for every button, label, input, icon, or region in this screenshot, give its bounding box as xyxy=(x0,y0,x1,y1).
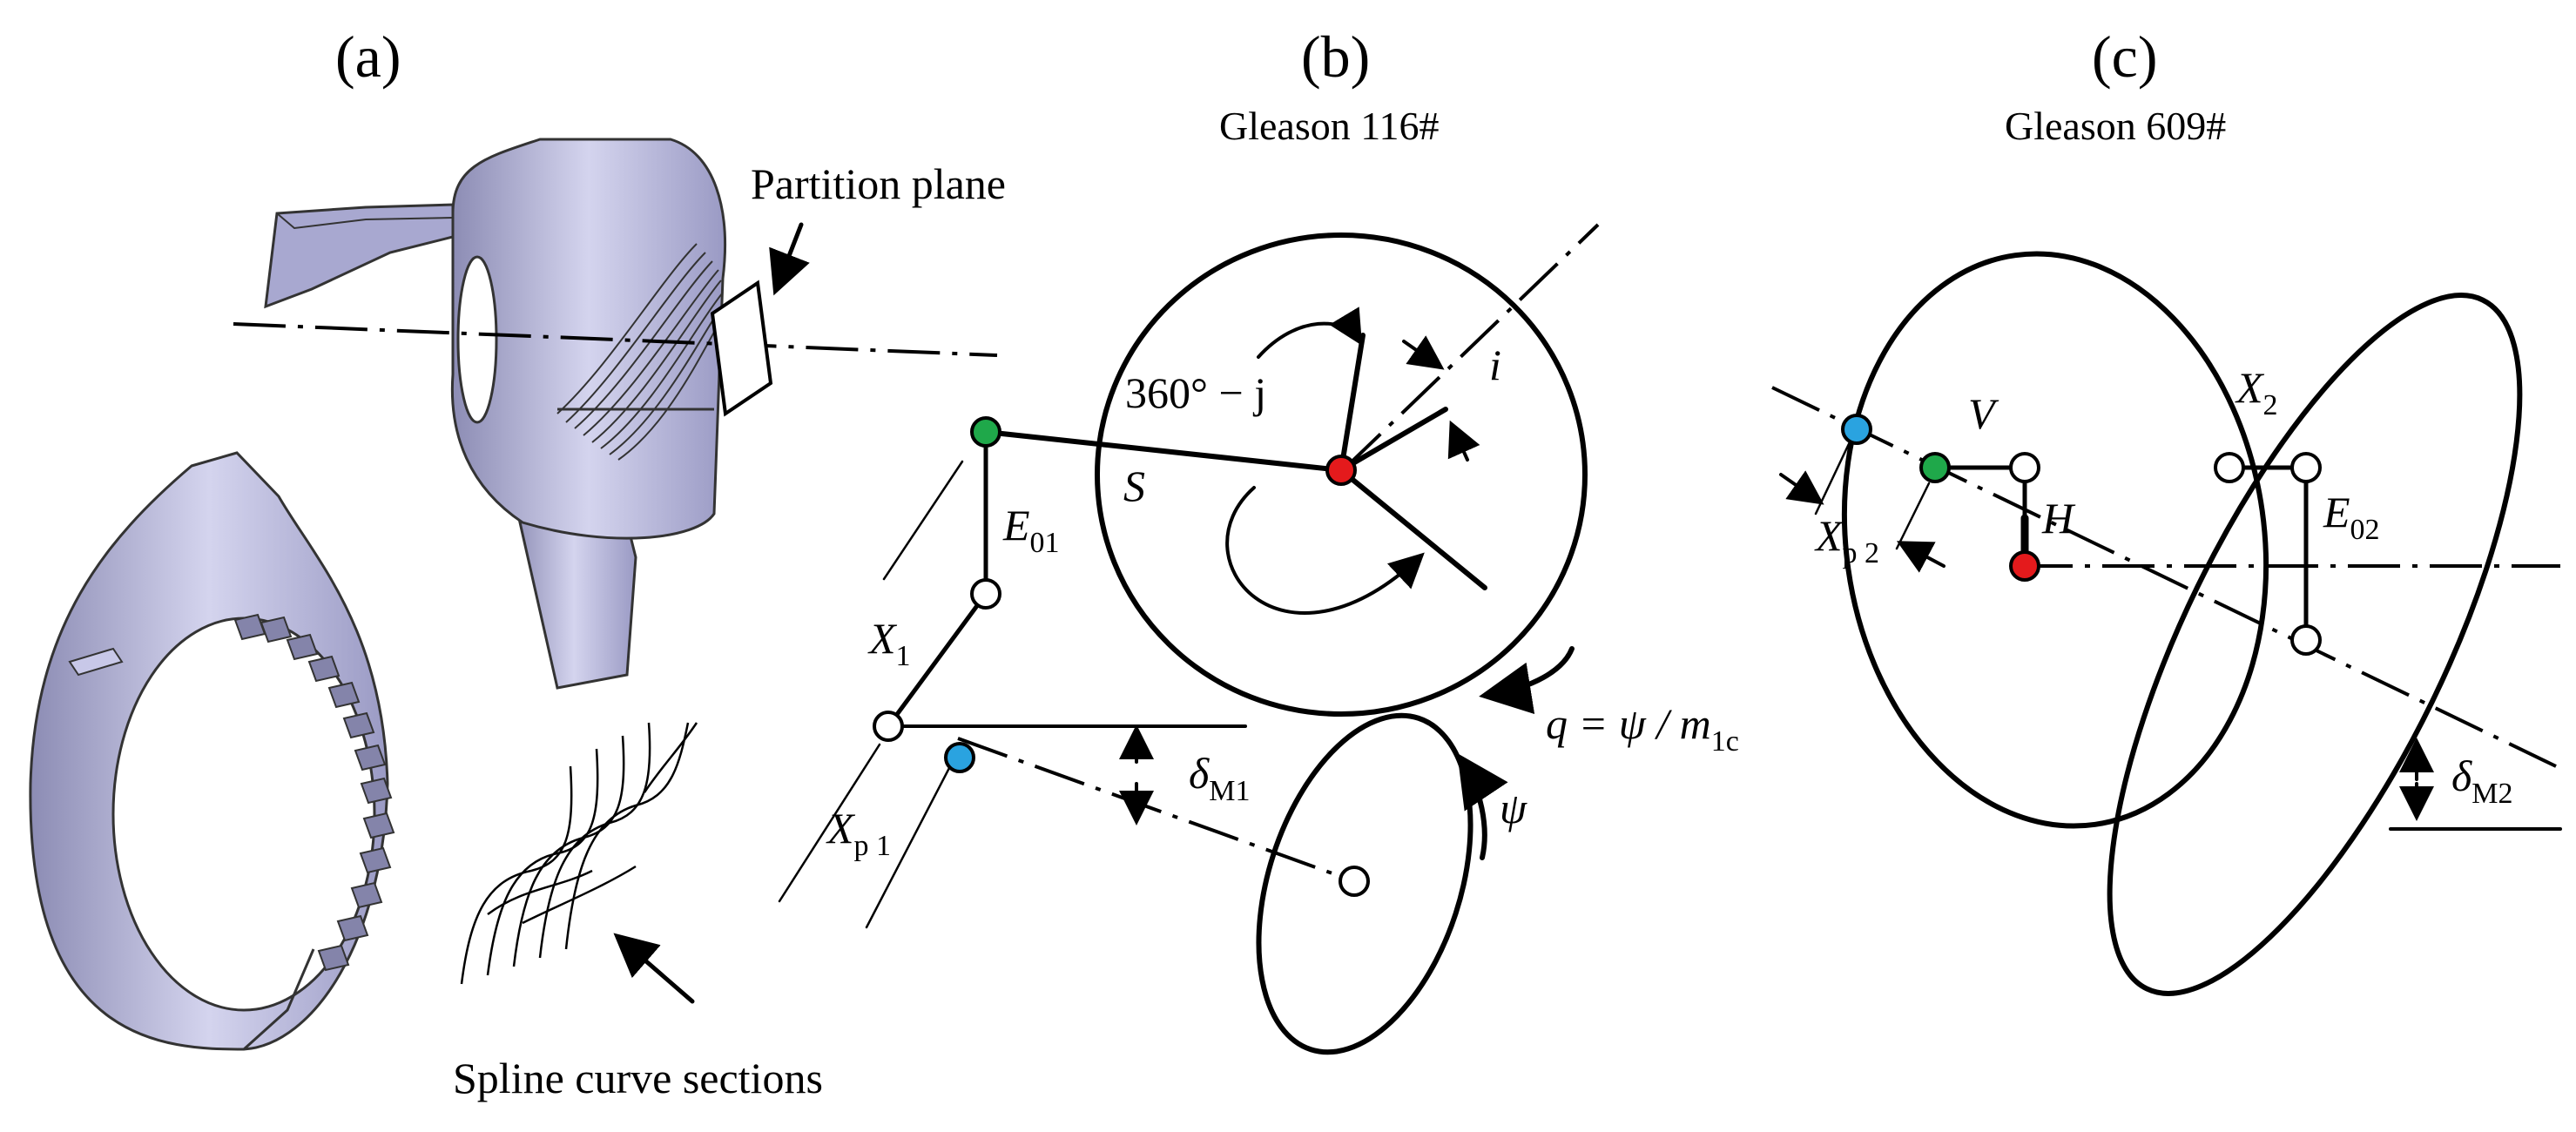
e01-label-b: E01 xyxy=(1002,501,1060,559)
angle-arc-upper xyxy=(1257,307,1363,359)
panel-b-label: (b) xyxy=(1301,24,1370,90)
panel-b-title: Gleason 116# xyxy=(1219,104,1440,148)
ray-i-b xyxy=(1339,407,1448,473)
x2-label-c: X2 xyxy=(2235,363,2278,421)
xp1-label-b: Xp 1 xyxy=(826,804,891,862)
x1-label-b: X1 xyxy=(867,614,911,672)
node-blue-b xyxy=(944,742,975,773)
delta-m1-label: δM1 xyxy=(1189,749,1250,807)
ring-gear xyxy=(29,451,395,1051)
panel-a-label: (a) xyxy=(335,24,401,90)
partition-plane-arrow xyxy=(769,222,810,296)
q-arrow xyxy=(1479,646,1575,715)
psi-arrow xyxy=(1457,753,1508,860)
xp2-label-c: Xp 2 xyxy=(1814,511,1879,569)
spline-curves xyxy=(460,722,698,985)
i-label-b: i xyxy=(1489,340,1501,389)
node-white-c4 xyxy=(2290,624,2322,656)
axis-inclined-c xyxy=(1771,386,2557,768)
node-red-b xyxy=(1325,455,1357,486)
node-blue-c xyxy=(1841,414,1872,445)
axis-lower-b xyxy=(957,737,1355,883)
axis-upper-b xyxy=(1341,223,1600,472)
cradle-ellipse-c xyxy=(1841,251,2269,829)
panel-c-title: Gleason 609# xyxy=(2005,104,2226,148)
panel-a: (a) xyxy=(29,24,1006,1102)
gear-ellipse-c xyxy=(2107,293,2523,996)
v-label-c: V xyxy=(1968,389,1999,438)
link-s xyxy=(983,429,1344,473)
link-x1 xyxy=(886,591,988,729)
gear-axis-a xyxy=(233,322,998,357)
spline-arrow xyxy=(613,933,695,1004)
e02-label-c: E02 xyxy=(2323,488,2380,546)
cradle-circle xyxy=(1095,232,1588,717)
node-white-b3 xyxy=(1339,866,1370,897)
angle-label-b: 360° − j xyxy=(1125,368,1266,417)
panel-c-label: (c) xyxy=(2092,24,2157,90)
gear-ellipse-b xyxy=(1256,712,1473,1055)
node-white-c2 xyxy=(2214,452,2245,483)
node-white-c3 xyxy=(2290,452,2322,483)
partition-plane-label: Partition plane xyxy=(751,159,1006,208)
node-white-b1 xyxy=(970,578,1001,610)
spline-label: Spline curve sections xyxy=(453,1054,823,1102)
partition-plane-shape xyxy=(710,280,773,417)
q-formula-label: q = ψ / m1c xyxy=(1546,699,1739,758)
s-label-b: S xyxy=(1123,462,1145,510)
node-green-b xyxy=(970,416,1001,448)
node-green-c xyxy=(1919,452,1951,483)
delta-m2-label: δM2 xyxy=(2451,751,2512,810)
node-red-c xyxy=(2009,550,2040,582)
angle-arc-360 xyxy=(1225,486,1425,615)
node-white-b2 xyxy=(873,711,904,742)
node-white-c1 xyxy=(2009,452,2040,483)
ray-upper-b xyxy=(1339,333,1366,473)
h-label-c: H xyxy=(2041,494,2076,542)
panel-c: (c) Gleason 609# V H X2 xyxy=(1771,24,2562,996)
ray-lower-b xyxy=(1339,468,1487,590)
psi-label: ψ xyxy=(1500,784,1527,832)
panel-b: (b) Gleason 116# xyxy=(778,24,1739,1055)
